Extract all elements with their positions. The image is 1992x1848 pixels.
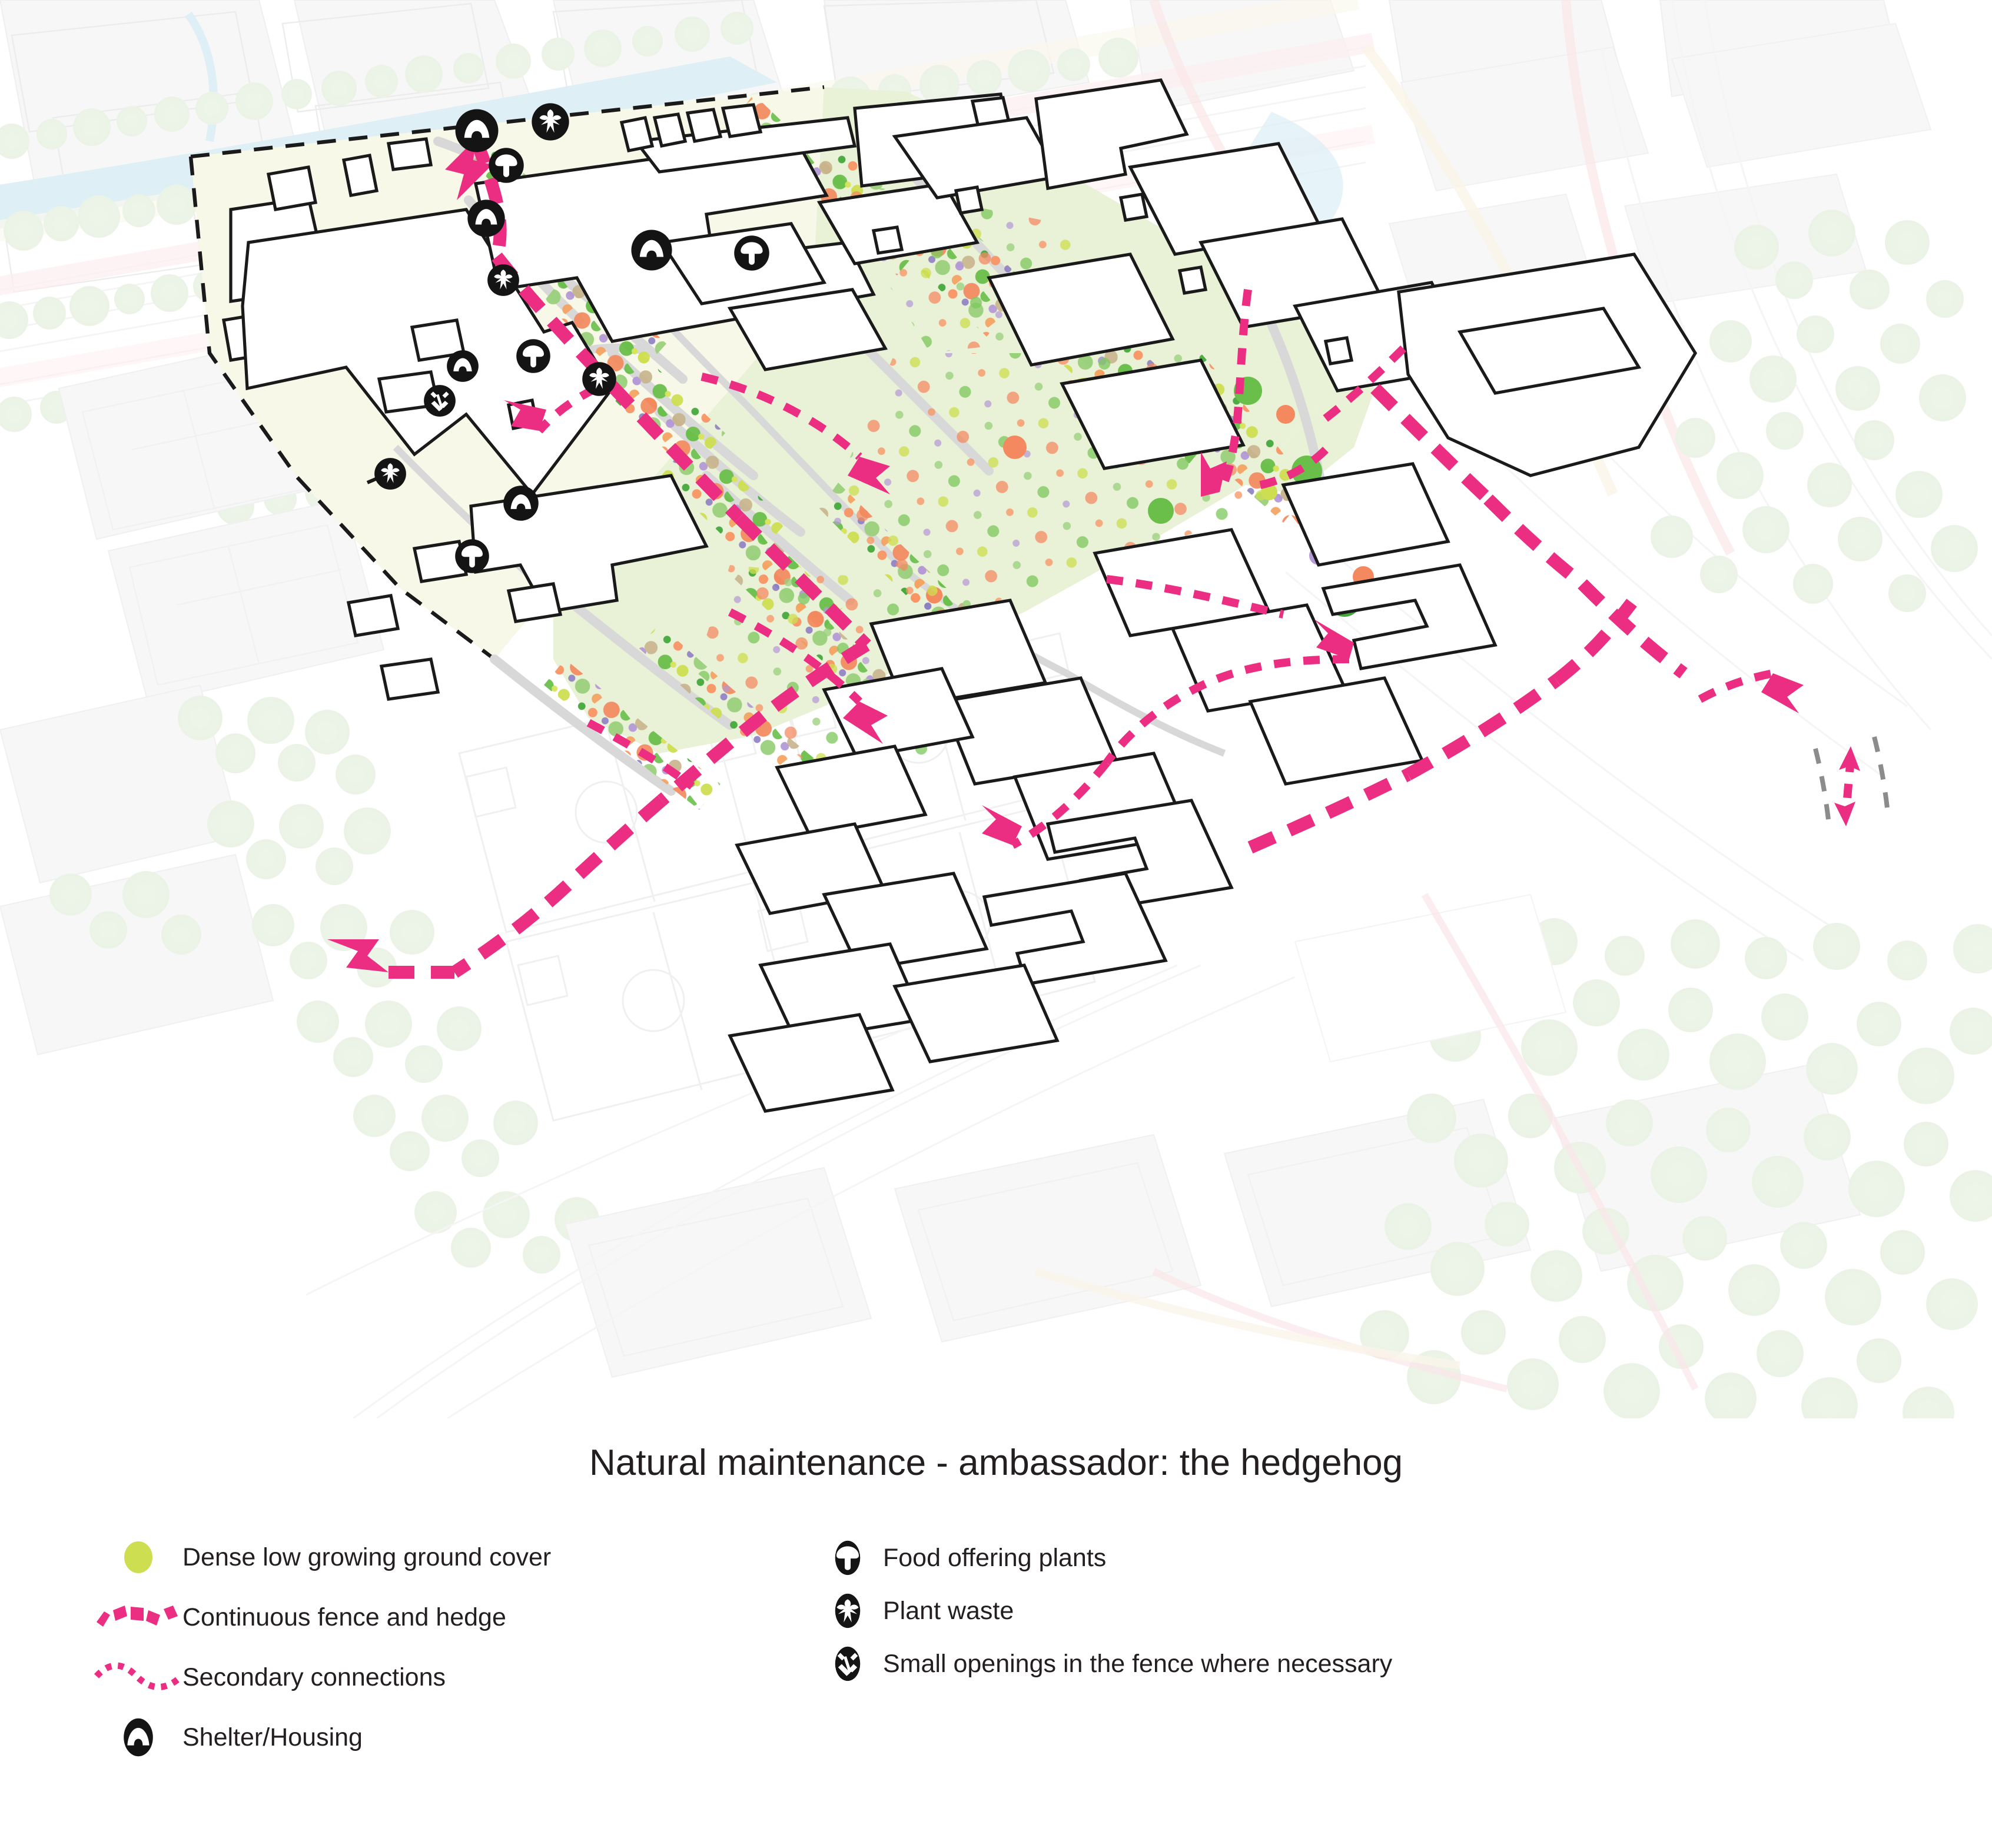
legend-item-plant-waste[interactable]: Plant waste <box>812 1592 1695 1630</box>
small-openings-icon <box>812 1645 883 1683</box>
legend-label-fence-hedge: Continuous fence and hedge <box>182 1603 506 1631</box>
fence-crossing-detail <box>1813 736 1891 832</box>
legend-item-small-openings[interactable]: Small openings in the fence where necess… <box>812 1645 1695 1683</box>
secondary-connections <box>536 289 1774 849</box>
plant-waste-marker-1[interactable] <box>531 102 570 141</box>
legend-item-fence-hedge[interactable]: Continuous fence and hedge <box>94 1596 801 1638</box>
map-canvas <box>0 0 1992 1418</box>
context-trees-southwest <box>49 696 599 1274</box>
shelter-housing-marker-3[interactable] <box>630 229 673 271</box>
food-offering-plants-icon <box>812 1539 883 1577</box>
shelter-housing-marker-5[interactable] <box>503 485 539 521</box>
ground-cover-dot-icon <box>94 1536 182 1578</box>
shelter-housing-icon <box>94 1716 182 1759</box>
legend-item-shelter-housing[interactable]: Shelter/Housing <box>94 1716 801 1759</box>
plant-waste-marker-2[interactable] <box>487 264 520 297</box>
continuous-fence-hedge-icon <box>94 1596 182 1638</box>
legend-panel: Natural maintenance - ambassador: the he… <box>0 1418 1992 1848</box>
legend-label-small-openings: Small openings in the fence where necess… <box>883 1649 1393 1678</box>
secondary-connection-arrowheads <box>504 400 1804 845</box>
site-boundary-west <box>188 156 496 661</box>
page-title: Natural maintenance - ambassador: the he… <box>589 1442 1403 1483</box>
legend-label-ground-cover: Dense low growing ground cover <box>182 1543 552 1571</box>
site-boundary-north <box>190 85 825 159</box>
plant-waste-marker-4[interactable] <box>374 457 407 490</box>
legend-column-left: Dense low growing ground cover Conti <box>94 1536 801 1776</box>
food-offering-marker-4[interactable] <box>454 539 490 574</box>
plant-waste-icon <box>812 1592 883 1630</box>
shelter-housing-marker-2[interactable] <box>467 199 506 238</box>
shelter-housing-marker-1[interactable] <box>454 108 499 153</box>
food-offering-marker-3[interactable] <box>516 338 551 374</box>
context-forest-southeast <box>1360 918 1992 1418</box>
shelter-housing-marker-4[interactable] <box>446 350 479 383</box>
legend-item-ground-cover[interactable]: Dense low growing ground cover <box>94 1536 801 1578</box>
legend-item-food-offering-plants[interactable]: Food offering plants <box>812 1539 1695 1577</box>
legend-item-secondary-connections[interactable]: Secondary connections <box>94 1656 801 1699</box>
site-plan-map <box>0 0 1992 1418</box>
legend-label-shelter-housing: Shelter/Housing <box>182 1723 363 1751</box>
small-openings-marker-1[interactable] <box>423 384 456 417</box>
legend-label-plant-waste: Plant waste <box>883 1596 1014 1625</box>
food-offering-marker-1[interactable] <box>488 147 524 184</box>
legend-column-right: Food offering plants Plant waste <box>812 1539 1695 1698</box>
fence-route-arrowheads <box>327 139 492 972</box>
secondary-connections-icon <box>94 1656 182 1699</box>
legend-label-food-offering-plants: Food offering plants <box>883 1543 1107 1572</box>
plant-waste-marker-3[interactable] <box>582 361 617 397</box>
context-trees-east <box>1651 210 1978 612</box>
legend-label-secondary-connections: Secondary connections <box>182 1663 446 1691</box>
food-offering-marker-2[interactable] <box>733 235 770 271</box>
